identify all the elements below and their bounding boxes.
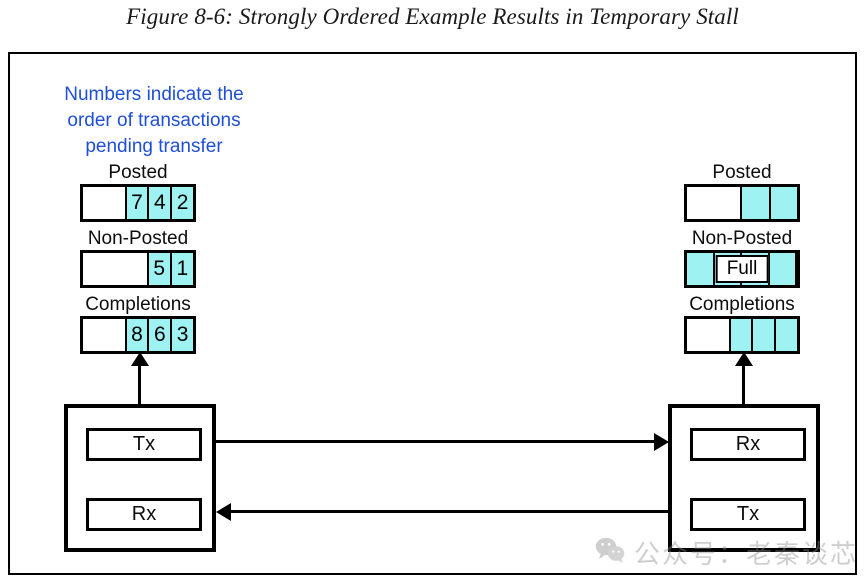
buffer-full-badge: Full <box>715 255 769 283</box>
right-buffer-completions: Completions <box>684 294 800 354</box>
right-buffer-posted: Posted <box>684 162 800 222</box>
buffer-cell-filled <box>769 253 797 285</box>
right-completions-feed-arrowhead <box>735 352 753 366</box>
figure-frame: Numbers indicate the order of transactio… <box>8 52 857 575</box>
left-device-box: Tx Rx <box>64 404 216 552</box>
watermark-text: 公众号：老秦谈芯 <box>634 540 859 570</box>
legend-note-line-1: Numbers indicate the <box>64 84 244 105</box>
left-completions-feed-arrowhead <box>131 352 149 366</box>
buffer-cell-5: 5 <box>148 253 172 285</box>
right-device-port-rx[interactable]: Rx <box>690 428 806 461</box>
buffer-cell-7: 7 <box>126 187 150 219</box>
buffer-cell-4: 4 <box>149 187 173 219</box>
right-device-port-rx-label: Rx <box>735 433 761 455</box>
left-buffer-completions-label: Completions <box>85 294 191 315</box>
wechat-icon <box>595 537 625 568</box>
right-buffer-posted-label: Posted <box>712 162 772 183</box>
buffer-cell-filled <box>753 319 777 351</box>
buffer-cell-filled <box>770 187 797 219</box>
legend-note-line-3: pending transfer <box>85 136 223 157</box>
left-device-port-tx-label: Tx <box>132 433 156 455</box>
buffer-cell-6: 6 <box>149 319 173 351</box>
right-buffer-completions-label: Completions <box>689 294 795 315</box>
page-title: Figure 8-6: Strongly Ordered Example Res… <box>126 4 739 29</box>
buffer-cell-2: 2 <box>172 187 193 219</box>
right-device-box: Rx Tx <box>668 404 820 552</box>
left-device-port-rx[interactable]: Rx <box>86 498 202 531</box>
buffer-cell-empty <box>83 253 149 285</box>
left-device-port-rx-label: Rx <box>131 503 157 525</box>
watermark: 公众号：老秦谈芯 <box>595 534 858 571</box>
buffer-cell-empty <box>83 187 127 219</box>
link-line-left-tx-to-right-rx <box>215 440 654 443</box>
buffer-cell-empty <box>687 187 742 219</box>
link-arrowhead-right-rx <box>654 433 669 451</box>
link-line-right-tx-to-left-rx <box>231 510 669 513</box>
left-buffer-posted-label: Posted <box>108 162 168 183</box>
legend-note-line-2: order of transactions <box>67 110 241 131</box>
left-device-port-tx[interactable]: Tx <box>86 428 202 461</box>
buffer-cell-filled <box>776 319 797 351</box>
right-device-port-tx-label: Tx <box>736 503 760 525</box>
right-buffer-posted-row <box>684 184 800 222</box>
buffer-cell-filled <box>730 319 754 351</box>
link-arrowhead-left-rx <box>216 503 231 521</box>
buffer-cell-8: 8 <box>126 319 150 351</box>
left-completions-feed-line <box>138 359 141 407</box>
buffer-cell-filled <box>742 187 771 219</box>
legend-note: Numbers indicate the order of transactio… <box>34 82 274 160</box>
buffer-cell-1: 1 <box>171 253 193 285</box>
right-completions-feed-line <box>742 359 745 407</box>
buffer-cell-filled <box>687 253 715 285</box>
right-buffer-non-posted: Non-Posted Full <box>684 228 800 288</box>
right-buffer-non-posted-label: Non-Posted <box>691 228 793 249</box>
buffer-cell-empty <box>687 319 731 351</box>
right-buffer-non-posted-row: Full <box>684 250 800 288</box>
buffer-cell-empty <box>83 319 127 351</box>
left-buffer-non-posted-label: Non-Posted <box>87 228 189 249</box>
right-buffer-completions-row <box>684 316 800 354</box>
right-device-port-tx[interactable]: Tx <box>690 498 806 531</box>
buffer-cell-3: 3 <box>172 319 193 351</box>
